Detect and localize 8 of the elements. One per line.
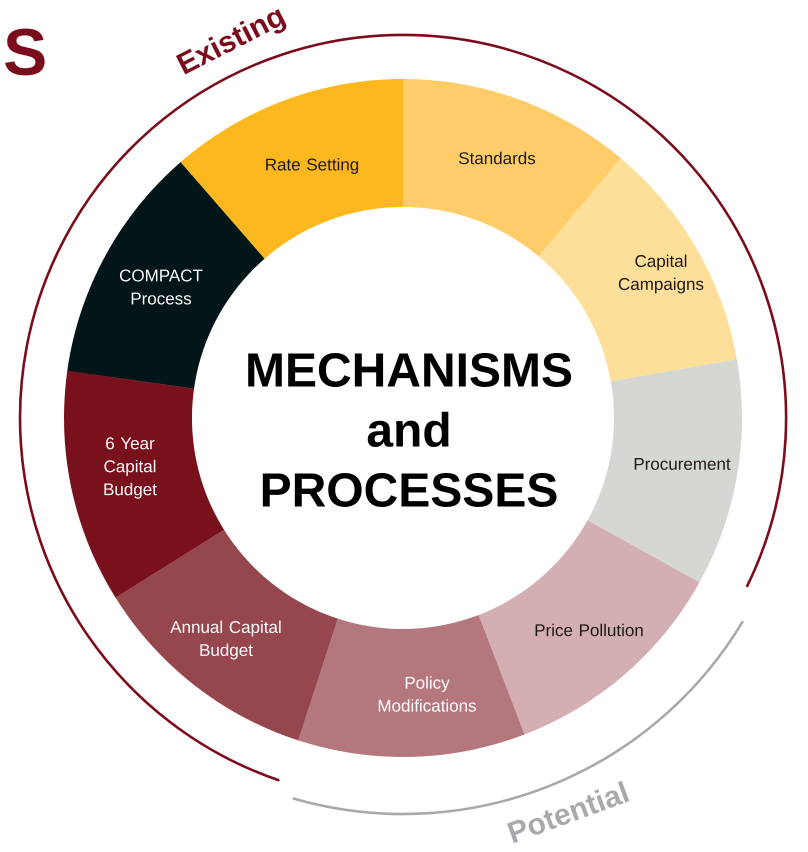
ring-segment: 6 Year Capital Budget <box>64 370 224 598</box>
ring-segment: Procurement <box>588 359 742 582</box>
ring-segment: Annual Capital Budget <box>116 530 338 740</box>
ring-segment: Price Pollution <box>478 520 700 734</box>
heading-letter: S <box>5 28 45 76</box>
ring-segment: Standards <box>403 79 621 256</box>
ring-segment: Rate Setting <box>180 79 403 259</box>
ring-segment: Policy Modifications <box>298 614 524 757</box>
